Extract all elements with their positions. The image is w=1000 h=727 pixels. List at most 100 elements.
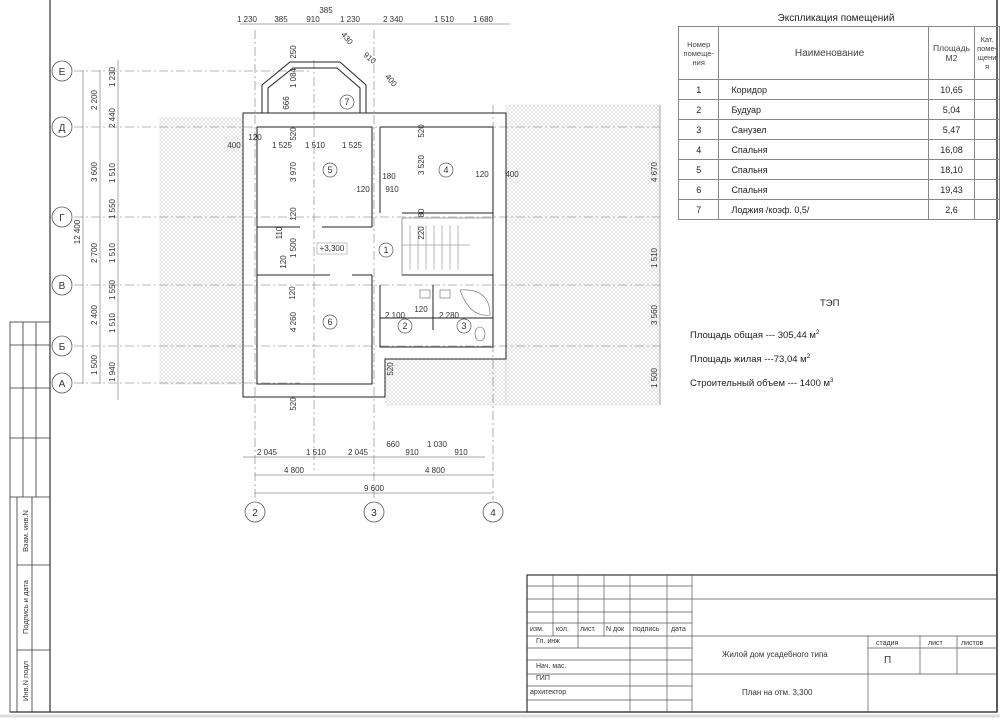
room-number: 4 [677, 139, 720, 160]
stamp-label: Инв.N подл [21, 661, 30, 701]
dim-bottom: 2 045 [348, 448, 369, 457]
dim-left-inner: 1 230 [108, 66, 117, 87]
room-category [974, 179, 1000, 200]
room-name: Спальня [718, 179, 929, 200]
col-header-area: Площадь М2 [927, 26, 976, 80]
superscript: 2 [806, 354, 811, 360]
room-category [974, 99, 1000, 120]
dim-top: 1 230 [340, 15, 361, 24]
dim-top: 1 510 [434, 15, 455, 24]
dim-bottom-axis: 4 800 [425, 466, 446, 475]
room-marker-6: 6 [327, 317, 332, 327]
tb-sheet-title: План на отм. 3,300 [742, 688, 813, 697]
room-area: 19,43 [927, 179, 976, 200]
dim-diag: 910 [362, 50, 378, 66]
row-axis-markers [51, 60, 504, 523]
col-header-number: Номер помеще-ния [677, 26, 720, 80]
tb-role-gip: ГИП [536, 675, 550, 682]
axis-label-a: А [59, 379, 66, 390]
dim-top: 910 [306, 15, 320, 24]
tep-total-area: Площадь общая --- 305,44 м2 [690, 330, 819, 341]
dim-right: 4 670 [650, 161, 659, 182]
room-name: Коридор [718, 79, 929, 100]
dim-interior: 666 [282, 96, 291, 110]
room-area: 5,47 [927, 119, 976, 140]
axis-label-4: 4 [490, 508, 496, 519]
dim-left: 2 200 [90, 89, 99, 110]
room-category [974, 79, 1000, 100]
dim-right: 1 510 [650, 247, 659, 268]
dim-left-inner: 1 510 [108, 162, 117, 183]
dim-interior: 120 [288, 286, 297, 300]
tb-col-kol: кол. [556, 626, 569, 633]
dim-left-inner: 1 550 [108, 279, 117, 300]
tb-role-chief-engineer: Гл. инж [536, 638, 560, 645]
axis-label-v: В [59, 281, 66, 292]
dim-interior: 110 [275, 226, 284, 239]
tb-col-date: дата [671, 626, 686, 633]
tep-total-area-text: Площадь общая --- 305,44 м [690, 330, 816, 342]
dim-interior: 120 [279, 255, 288, 269]
room-marker-4: 4 [443, 165, 448, 175]
dim-bottom: 660 [386, 440, 400, 449]
room-area: 10,65 [927, 79, 976, 100]
tb-sheet-label: лист [928, 640, 943, 647]
room-area: 5,04 [927, 99, 976, 120]
side-stamp [9, 321, 51, 713]
dim-interior: 1 500 [289, 237, 298, 258]
room-number: 3 [677, 119, 720, 140]
room-number: 5 [677, 159, 720, 180]
room-category [974, 139, 1000, 160]
room-name: Санузел [718, 119, 929, 140]
explication-table: Номер помеще-ния Наименование Площадь М2… [677, 26, 1000, 220]
dim-left-inner: 1 940 [108, 361, 117, 382]
stamp-label: Взам. инв.N [21, 510, 30, 552]
room-number: 6 [677, 179, 720, 200]
axis-label-2: 2 [252, 508, 258, 519]
hatched-areas [159, 104, 661, 406]
axis-label-g: Г [59, 213, 65, 224]
dim-left: 3 600 [90, 161, 99, 182]
dim-diag: 400 [383, 72, 399, 88]
dim-interior: 80 [417, 208, 426, 217]
dim-interior: 120 [356, 185, 370, 194]
tb-role-architect: архитектор [530, 689, 567, 696]
dim-bottom: 2 045 [257, 448, 278, 457]
dim-interior: 1 525 [342, 141, 363, 150]
room-area: 16,08 [927, 139, 976, 160]
dim-bottom-total: 9 600 [364, 484, 385, 493]
level-mark: +3,300 [320, 244, 345, 253]
room-number: 7 [677, 199, 720, 220]
tep-volume: Строительный объем --- 1400 м3 [690, 378, 833, 389]
title-block-grid [526, 574, 998, 713]
tb-col-signature: подпись [633, 626, 660, 633]
superscript: 3 [830, 378, 834, 384]
dim-interior: 180 [382, 172, 396, 181]
tb-col-list: лист. [580, 626, 596, 633]
dim-interior: 1 084 [289, 67, 298, 88]
dim-left-inner: 1 510 [108, 312, 117, 333]
dim-left: 1 500 [90, 354, 99, 375]
dim-diag: 430 [339, 30, 355, 46]
dim-top: 385 [274, 15, 288, 24]
room-name: Лоджия /коэф. 0,5/ [718, 199, 929, 220]
tep-living-area-text: Площадь жилая ---73,04 м [690, 354, 807, 366]
dim-interior: 4 260 [289, 311, 298, 332]
room-area: 18,10 [927, 159, 976, 180]
room-marker-2: 2 [402, 321, 407, 331]
tb-role-site-manager: Нач. мас. [536, 663, 567, 670]
dim-left: 2 700 [90, 242, 99, 263]
col-header-category: Кат. поме-щени я [974, 26, 1000, 80]
dim-interior: 3 520 [417, 154, 426, 175]
dim-interior: 400 [505, 170, 519, 179]
bathtub [419, 289, 491, 342]
dim-interior: 120 [475, 170, 489, 179]
dim-interior: 2 280 [439, 311, 460, 320]
room-marker-5: 5 [327, 165, 332, 175]
tb-sheets-label: листов [961, 640, 984, 647]
